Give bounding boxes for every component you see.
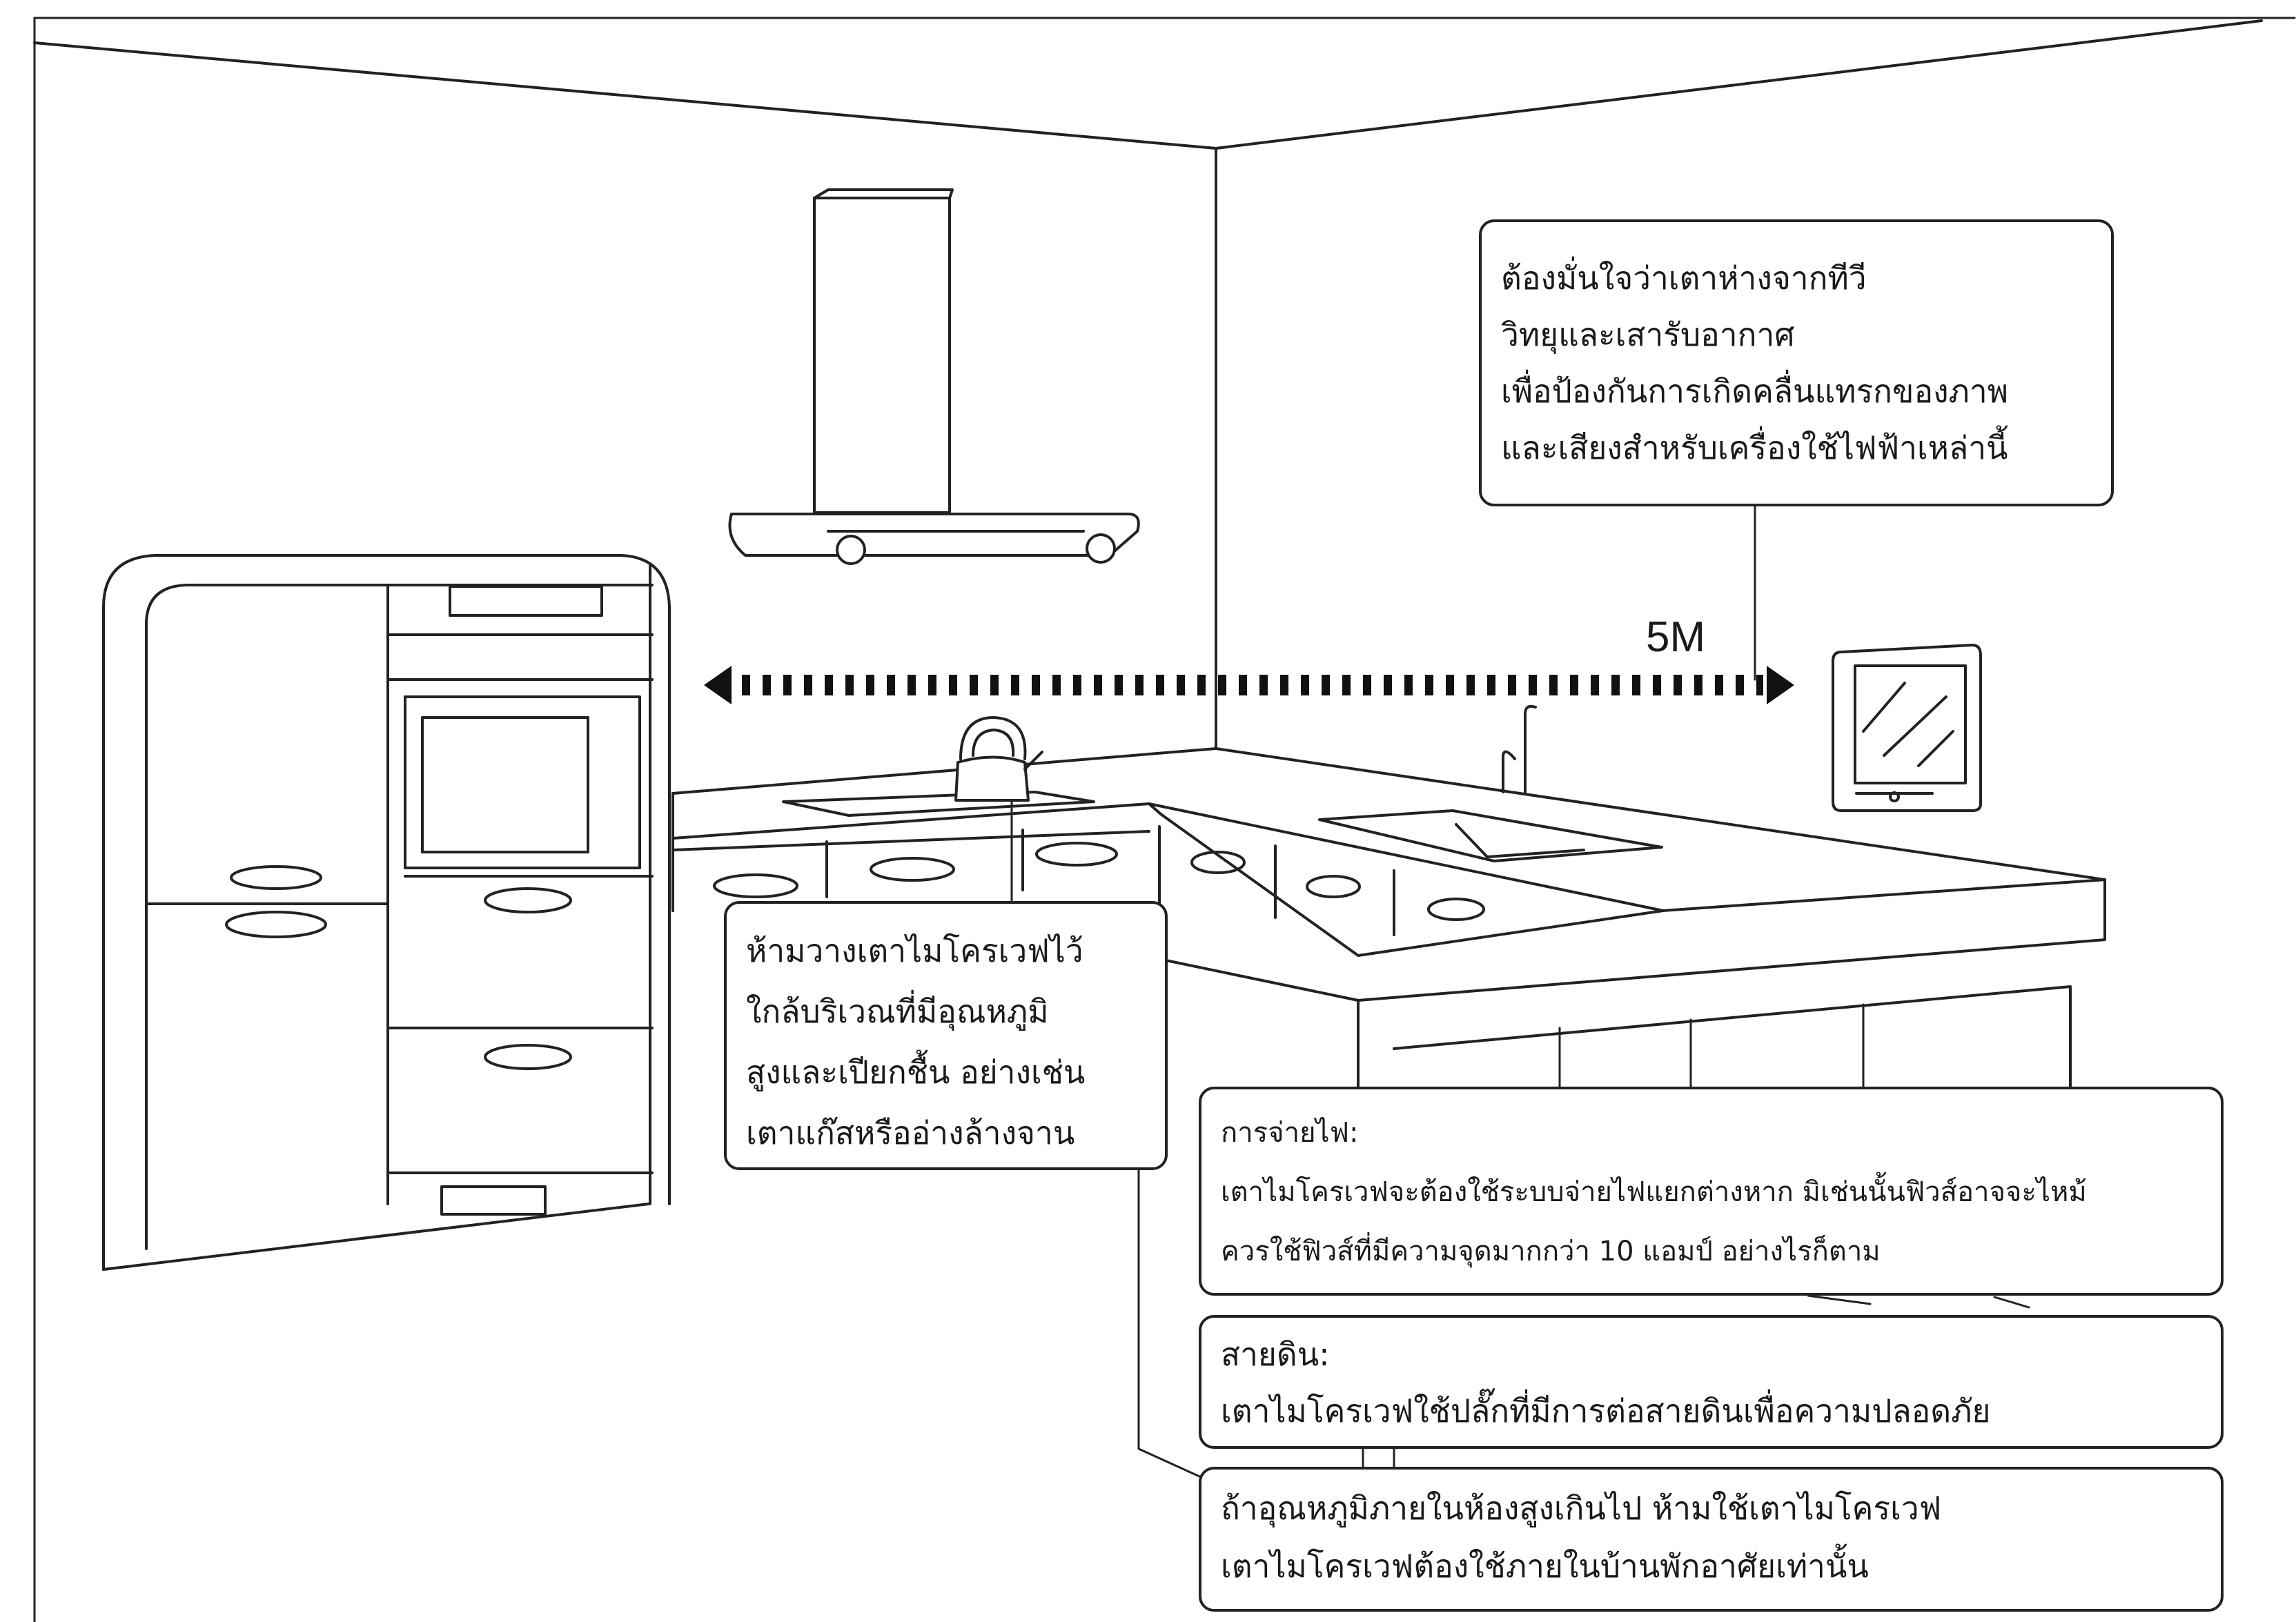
callout-text-line: สูงและเปียกชื้น อย่างเช่น — [746, 1054, 1086, 1091]
callout-text-line: เพื่อป้องกันการเกิดคลื่นแทรกของภาพ — [1501, 373, 2009, 410]
wall-tv — [1832, 644, 1982, 812]
callout-text-line: วิทยุและเสารับอากาศ — [1501, 316, 1795, 353]
sink — [1318, 704, 1663, 862]
room-walls — [33, 19, 2263, 881]
distance-arrow — [704, 666, 1794, 704]
callout-text-line: ใกล้บริเวณที่มีอุณหภูมิ — [746, 993, 1049, 1030]
callout-text-line: เตาไมโครเวฟต้องใช้ภายในบ้านพักอาศัยเท่าน… — [1221, 1547, 1869, 1585]
callout-earthing: สายดิน: เตาไมโครเวฟใช้ปลั๊กที่มีการต่อสา… — [1199, 1315, 2224, 1449]
callout-tv-radio-distance: ต้องมั่นใจว่าเตาห่างจากทีวี วิทยุและเสาร… — [1479, 219, 2114, 506]
callout-text-line: ต้องมั่นใจว่าเตาห่างจากทีวี — [1501, 259, 1867, 297]
callout-room-temperature: ถ้าอุณหภูมิภายในห้องสูงเกินไป ห้ามใช้เตา… — [1199, 1467, 2224, 1612]
callout-text-line: และเสียงสำหรับเครื่องใช้ไฟฟ้าเหล่านี้ — [1501, 429, 2008, 466]
callout-text-line: ห้ามวางเตาไมโครเวฟไว้ — [746, 932, 1083, 969]
callout-text-line: ควรใช้ฟิวส์ที่มีความจุดมากกว่า 10 แอมป์ … — [1221, 1236, 1881, 1267]
callout-leaders — [1010, 505, 2030, 1485]
tall-cabinet — [102, 554, 671, 1271]
callout-text-line: ถ้าอุณหภูมิภายในห้องสูงเกินไป ห้ามใช้เตา… — [1221, 1490, 1942, 1527]
callout-heading: การจ่ายไฟ: — [1221, 1117, 1359, 1149]
callout-text-line: เตาไมโครเวฟใช้ปลั๊กที่มีการต่อสายดินเพื่… — [1221, 1392, 1991, 1430]
range-hood — [728, 188, 1140, 565]
callout-heading: สายดิน: — [1221, 1336, 1330, 1373]
callout-text-line: เตาไมโครเวฟจะต้องใช้ระบบจ่ายไฟแยกต่างหาก… — [1221, 1176, 2087, 1208]
kettle — [954, 716, 1043, 802]
distance-arrow-left-head — [704, 666, 732, 704]
distance-arrow-right-head — [1767, 666, 1794, 704]
callout-text-line: เตาแก๊สหรืออ่างล้างจาน — [746, 1114, 1075, 1151]
built-in-microwave — [404, 695, 641, 869]
distance-label: 5M — [1646, 613, 1706, 661]
kitchen-counters — [671, 792, 2106, 1468]
cooktop — [782, 791, 1095, 817]
callout-power-supply: การจ่ายไฟ: เตาไมโครเวฟจะต้องใช้ระบบจ่ายไ… — [1199, 1087, 2224, 1296]
callout-heat-moisture: ห้ามวางเตาไมโครเวฟไว้ ใกล้บริเวณที่มีอุณ… — [724, 901, 1168, 1170]
